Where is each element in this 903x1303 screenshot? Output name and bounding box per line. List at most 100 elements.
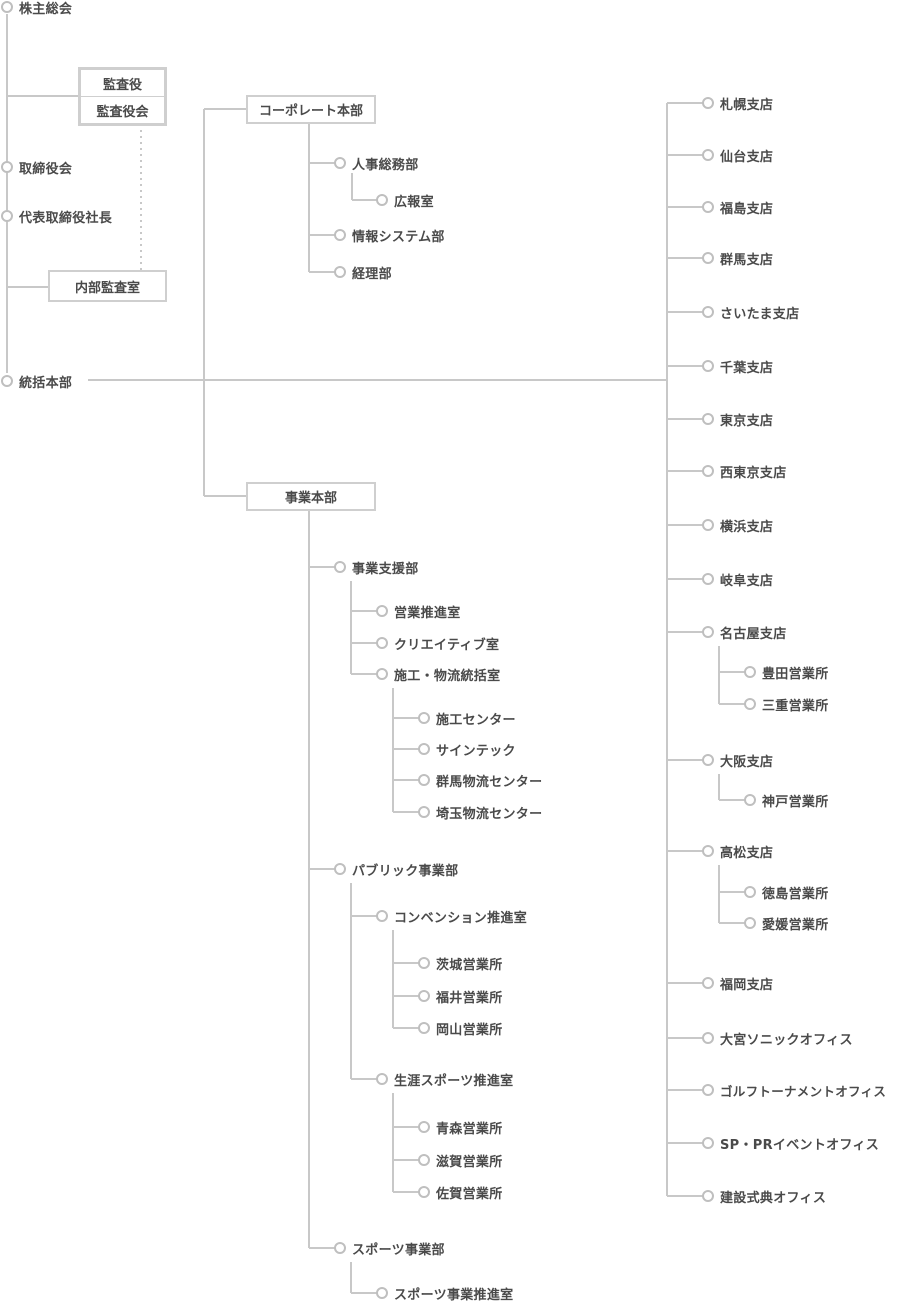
node-golf: ゴルフトーナメントオフィス [702, 1081, 886, 1099]
node-aomori: 青森営業所 [418, 1118, 503, 1137]
node-keiri: 経理部 [334, 263, 392, 282]
node-tokushima: 徳島営業所 [744, 883, 829, 902]
circle-icon [702, 754, 714, 766]
circle-icon [376, 910, 388, 922]
node-creative: クリエイティブ室 [376, 634, 499, 653]
node-tokyo: 東京支店 [702, 410, 773, 429]
circle-icon [702, 149, 714, 161]
node-fukui: 福井営業所 [418, 987, 503, 1006]
circle-icon [334, 561, 346, 573]
circle-icon [702, 413, 714, 425]
circle-icon [702, 1084, 714, 1096]
node-okayama: 岡山営業所 [418, 1019, 503, 1038]
circle-icon [702, 626, 714, 638]
circle-icon [376, 637, 388, 649]
circle-icon [744, 794, 756, 806]
node-nishitokyo: 西東京支店 [702, 462, 787, 481]
node-sendai: 仙台支店 [702, 146, 773, 165]
node-eigyo-suishin: 営業推進室 [376, 602, 461, 621]
circle-icon [744, 917, 756, 929]
circle-icon [702, 465, 714, 477]
circle-icon [334, 229, 346, 241]
node-joho: 情報システム部 [334, 226, 445, 245]
node-fukushima: 福島支店 [702, 198, 773, 217]
kansayakukai-label: 監査役会 [81, 96, 164, 123]
circle-icon [334, 863, 346, 875]
circle-icon [744, 698, 756, 710]
node-convention: コンベンション推進室 [376, 907, 527, 926]
node-koho: 広報室 [376, 191, 434, 210]
circle-icon [702, 306, 714, 318]
node-kobe: 神戸営業所 [744, 791, 829, 810]
circle-icon [702, 1032, 714, 1044]
node-seko-center: 施工センター [418, 709, 516, 728]
node-public: パブリック事業部 [334, 860, 458, 879]
node-sports-suishin: スポーツ事業推進室 [376, 1284, 513, 1303]
node-torishimariyakukai: 取締役会 [1, 158, 72, 177]
circle-icon [418, 1154, 430, 1166]
circle-icon [376, 605, 388, 617]
circle-icon [702, 845, 714, 857]
jigyo-title: 事業本部 [284, 491, 337, 506]
node-gunma-center: 群馬物流センター [418, 771, 542, 790]
circle-icon [376, 668, 388, 680]
node-daihyo: 代表取締役社長 [1, 207, 112, 226]
jigyo-box: 事業本部 [246, 482, 376, 511]
circle-icon [744, 666, 756, 678]
circle-icon [1, 210, 13, 222]
circle-icon [334, 157, 346, 169]
circle-icon [702, 97, 714, 109]
node-saitama-center: 埼玉物流センター [418, 803, 542, 822]
circle-icon [702, 519, 714, 531]
kansayaku-label: 監査役 [102, 77, 142, 93]
circle-icon [418, 743, 430, 755]
node-saitama: さいたま支店 [702, 303, 799, 322]
node-osaka: 大阪支店 [702, 751, 773, 770]
node-shogai: 生涯スポーツ推進室 [376, 1070, 513, 1089]
circle-icon [418, 712, 430, 724]
node-saga: 佐賀営業所 [418, 1183, 503, 1202]
node-ehime: 愛媛営業所 [744, 914, 829, 933]
corporate-title: コーポレート本部 [258, 104, 363, 119]
node-gifu: 岐阜支店 [702, 570, 773, 589]
node-gunma: 群馬支店 [702, 249, 773, 268]
circle-icon [1, 161, 13, 173]
node-toyota: 豊田営業所 [744, 663, 829, 682]
naibu-kansa-label: 内部監査室 [74, 280, 140, 296]
corporate-box: コーポレート本部 [246, 95, 376, 124]
node-kabunushi: 株主総会 [1, 0, 72, 17]
circle-icon [418, 1121, 430, 1133]
circle-icon [418, 990, 430, 1002]
node-sports: スポーツ事業部 [334, 1239, 445, 1258]
circle-icon [1, 375, 13, 387]
circle-icon [418, 957, 430, 969]
circle-icon [376, 1073, 388, 1085]
circle-icon [418, 806, 430, 818]
circle-icon [702, 201, 714, 213]
node-tokatsu: 統括本部 [1, 372, 72, 391]
circle-icon [376, 194, 388, 206]
circle-icon [334, 1242, 346, 1254]
circle-icon [1, 1, 13, 13]
node-seko-butsuryu: 施工・物流統括室 [376, 665, 500, 684]
node-jinji: 人事総務部 [334, 154, 419, 173]
circle-icon [702, 977, 714, 989]
node-chiba: 千葉支店 [702, 357, 773, 376]
node-shien: 事業支援部 [334, 558, 419, 577]
node-fukuoka: 福岡支店 [702, 974, 773, 993]
circle-icon [376, 1287, 388, 1299]
node-signtech: サインテック [418, 740, 516, 759]
circle-icon [702, 360, 714, 372]
node-mie: 三重営業所 [744, 695, 829, 714]
circle-icon [418, 1022, 430, 1034]
circle-icon [418, 774, 430, 786]
circle-icon [418, 1186, 430, 1198]
node-ibaraki: 茨城営業所 [418, 954, 503, 973]
node-sppr: SP・PRイベントオフィス [702, 1134, 879, 1153]
circle-icon [702, 1137, 714, 1149]
node-kensetsu: 建設式典オフィス [702, 1187, 826, 1206]
circle-icon [702, 573, 714, 585]
circle-icon [744, 886, 756, 898]
